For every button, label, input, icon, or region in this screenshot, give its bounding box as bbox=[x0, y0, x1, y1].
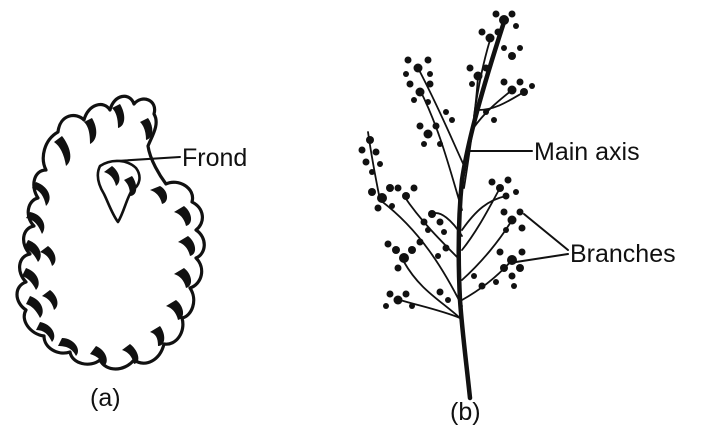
panel-b-caption: (b) bbox=[450, 398, 481, 426]
frond-label: Frond bbox=[182, 144, 247, 172]
panel-a: Frond (a) bbox=[17, 96, 247, 412]
main-axis-label: Main axis bbox=[534, 138, 640, 166]
panel-b: Main axis Branches (b) bbox=[359, 11, 676, 427]
frond-leader-line bbox=[116, 157, 180, 161]
branches-leader-line-lower bbox=[516, 254, 568, 262]
frond-thallus bbox=[17, 96, 204, 369]
branches-leader-line-upper bbox=[524, 214, 568, 250]
panel-a-caption: (a) bbox=[90, 384, 121, 412]
branches-label: Branches bbox=[570, 240, 676, 268]
branch-system bbox=[359, 11, 536, 319]
